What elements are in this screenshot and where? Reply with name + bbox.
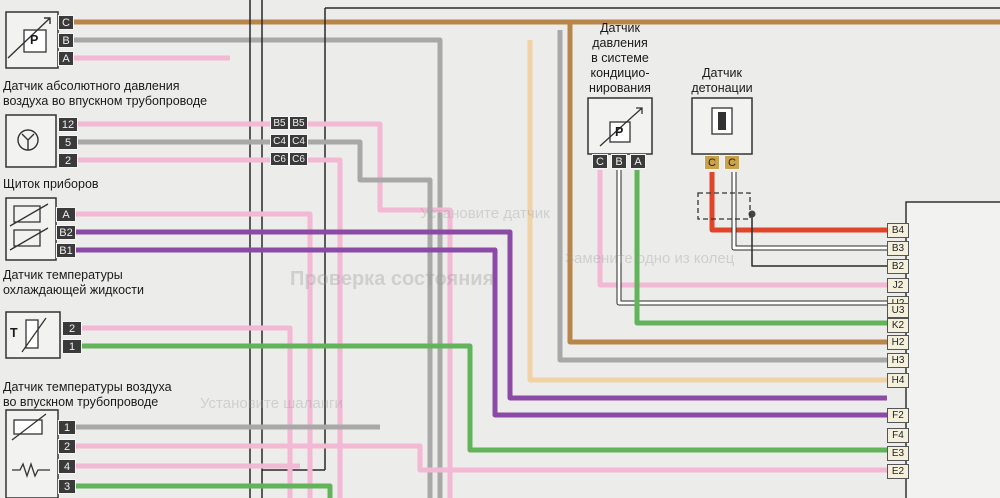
- knock-pin-c2: C: [724, 155, 740, 170]
- ecu-pin-u3: U3: [887, 303, 909, 318]
- cluster-pin-5: 5: [58, 135, 78, 150]
- shield-dashed-box: [697, 192, 751, 220]
- conn-c4-right: C4: [289, 134, 308, 148]
- conn-c4-left: C4: [270, 134, 289, 148]
- conn-c6-left: C6: [270, 152, 289, 166]
- wire-gray-5: [78, 139, 433, 498]
- wire-red-knock: [709, 172, 887, 233]
- conn-b5-left: B5: [270, 116, 289, 130]
- wire-gray-long: [557, 30, 887, 363]
- wire-pink-coolant-a: [76, 211, 313, 498]
- coolant-pin-b1: B1: [56, 243, 76, 258]
- ac-label-4: кондицио-: [590, 66, 650, 80]
- bg-heading: Проверка состояния: [290, 268, 495, 290]
- ecu-pin-h4: H4: [887, 373, 909, 388]
- coolant-label-1: Датчик температуры: [3, 268, 123, 282]
- gauge-needle-icon: [21, 133, 35, 150]
- bottom-arrow-icon: [11, 413, 47, 441]
- map-sensor-inner: [23, 29, 47, 53]
- wire-violet-coolant-b2: [76, 229, 887, 401]
- map-pin-a: A: [58, 51, 74, 66]
- ac-symbol: P: [615, 125, 624, 139]
- coolant-pin-a: A: [56, 207, 76, 222]
- ecu-pin-e2: E2: [887, 464, 909, 479]
- wire-violet-coolant-b1: [76, 247, 887, 418]
- wire-green-ac-a: [634, 170, 887, 326]
- wire-white-knock: [731, 172, 887, 251]
- bottom-pin-4: 4: [58, 459, 76, 474]
- ecu-pin-b3: B3: [887, 241, 909, 256]
- map-pin-b: B: [58, 33, 74, 48]
- ecu-pin-h3: H3: [887, 353, 909, 368]
- ecu-pin-b2: B2: [887, 259, 909, 274]
- cluster-pin-2: 2: [58, 153, 78, 168]
- coolant-pin-b2: B2: [56, 225, 76, 240]
- knock-label-1: Датчик: [702, 66, 742, 80]
- map-label-1: Датчик абсолютного давления: [3, 79, 180, 93]
- ecu-body: [905, 201, 1000, 498]
- ecu-pin-e3: E3: [887, 446, 909, 461]
- iat-label-2: во впускном трубопроводе: [3, 395, 159, 409]
- map-label-2: воздуха во впускном трубопроводе: [3, 94, 208, 108]
- cluster-label: Щиток приборов: [3, 177, 99, 191]
- wire-pink-ac-c: [597, 170, 887, 288]
- iat-arrow-icon: [21, 317, 47, 353]
- ecu-pin-f4: F4: [887, 428, 909, 443]
- wire-pink-2: [78, 157, 343, 498]
- map-sensor-arrow: [7, 17, 51, 59]
- ac-pin-b: B: [611, 154, 627, 169]
- knock-core-icon: [718, 112, 726, 130]
- wire-pink-bottom-2: [76, 443, 887, 473]
- ac-label-5: нирования: [589, 81, 651, 95]
- ecu-pin-k2: K2: [887, 318, 909, 333]
- map-pin-c: C: [58, 15, 74, 30]
- wire-brown-h2: [567, 22, 887, 345]
- map-symbol: P: [30, 33, 39, 47]
- ac-label-2: давления: [592, 36, 648, 50]
- instrument-cluster-box: [5, 114, 57, 168]
- knock-pin-c1: C: [704, 155, 720, 170]
- thermistor-icon-1: [9, 203, 49, 227]
- iat-pin-1: 1: [62, 339, 82, 354]
- bg-line-2: Замените одно из колец: [565, 250, 735, 267]
- wire-orange-h4: [527, 40, 887, 383]
- conn-b5-right: B5: [289, 116, 308, 130]
- iat-label-1: Датчик температуры воздуха: [3, 380, 172, 394]
- iat-pin-2: 2: [62, 321, 82, 336]
- cluster-pin-12: 12: [58, 117, 78, 132]
- conn-c6-right: C6: [289, 152, 308, 166]
- coolant-label-2: охлаждающей жидкости: [3, 283, 144, 297]
- wire-shield-knock: [751, 214, 887, 267]
- ac-pin-a: A: [630, 154, 646, 169]
- wire-white-knock-in: [732, 172, 887, 250]
- bottom-pin-1: 1: [58, 420, 76, 435]
- ecu-pin-j2: J2: [887, 278, 909, 293]
- ac-sensor-inner: [609, 121, 631, 143]
- bottom-pin-2: 2: [58, 439, 76, 454]
- bottom-pin-3: 3: [58, 479, 76, 494]
- ecu-pin-h2: H2: [887, 335, 909, 350]
- ac-label-1: Датчик: [600, 21, 640, 35]
- knock-label-2: детонации: [691, 81, 753, 95]
- ac-pin-c: C: [592, 154, 608, 169]
- iat-symbol: T: [10, 326, 18, 340]
- bg-line-3: Установите шаланги: [200, 395, 343, 412]
- wire-white-ac-b-in: [617, 170, 887, 305]
- bg-line-1: Установите датчик: [420, 205, 550, 222]
- wire-pink-iat-2: [82, 325, 293, 498]
- ecu-pin-b4: B4: [887, 223, 909, 238]
- ac-sensor-arrow: [599, 107, 643, 147]
- ac-label-3: в системе: [591, 51, 649, 65]
- wire-green-bottom-3: [76, 483, 333, 498]
- heater-icon: [12, 461, 50, 479]
- thermistor-icon-2: [9, 227, 49, 251]
- ecu-pin-f2: F2: [887, 408, 909, 423]
- wire-green-iat-1: [82, 343, 887, 453]
